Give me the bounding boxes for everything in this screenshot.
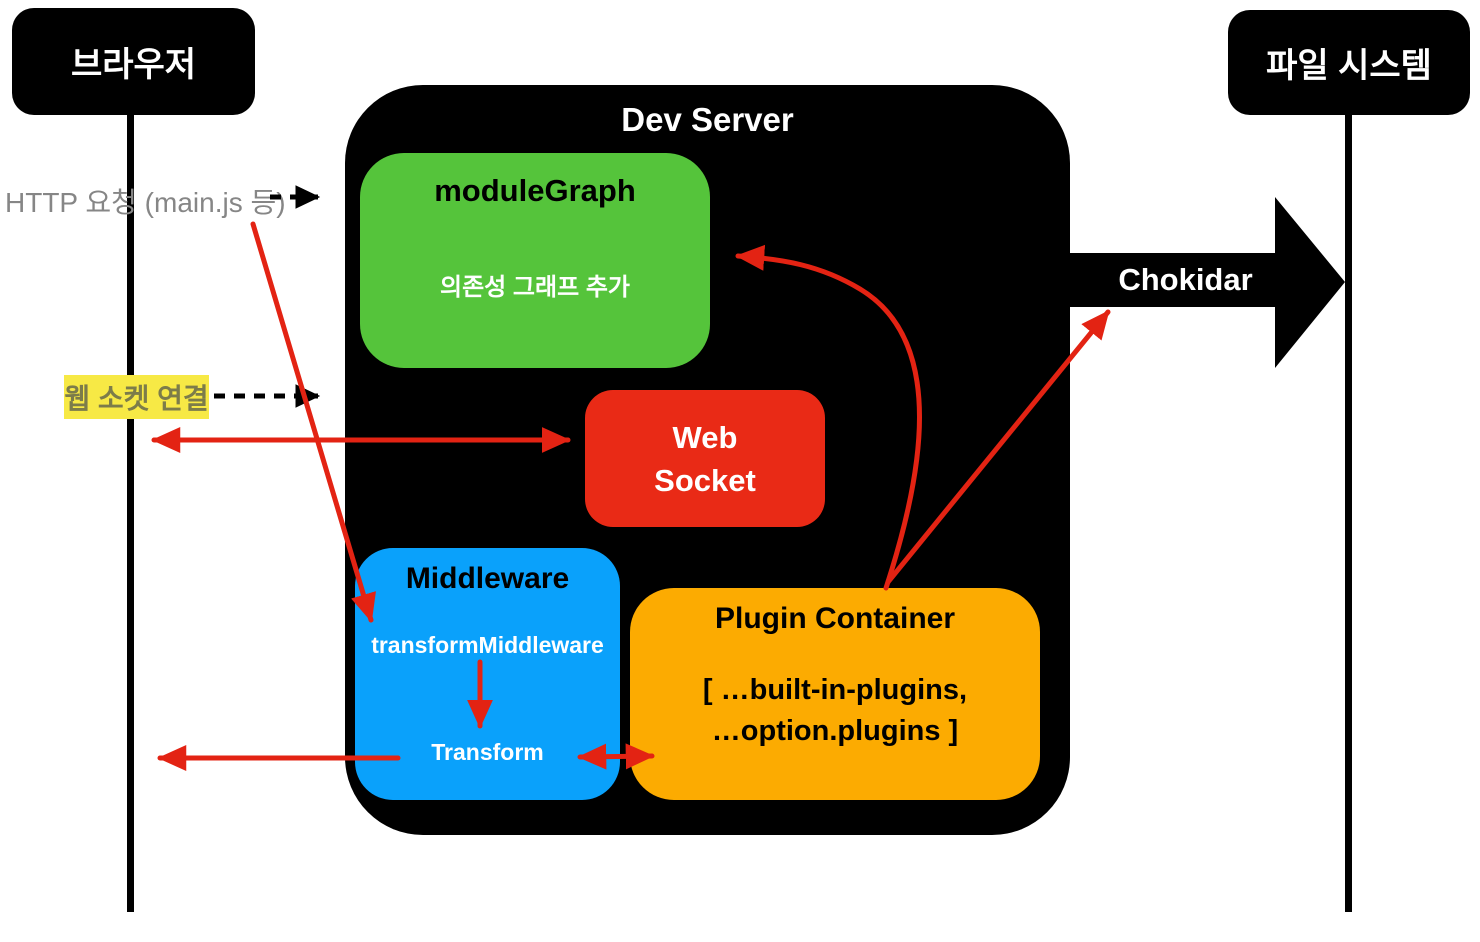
- plugin-container-title: Plugin Container: [715, 602, 955, 635]
- file-system-node: 파일 시스템: [1228, 10, 1470, 115]
- web-socket-label-line1: Web: [672, 419, 738, 455]
- middleware-title: Middleware: [405, 562, 570, 595]
- browser-node-label: 브라우저: [70, 46, 197, 84]
- transform-label: Transform: [431, 739, 544, 765]
- middleware-node: Middleware transformMiddleware Transform: [355, 548, 620, 800]
- plugin-container-line1: [ …built-in-plugins,: [702, 674, 968, 706]
- websocket-connection-label: 웹 소켓 연결: [64, 375, 209, 419]
- chokidar-label: Chokidar: [1118, 262, 1253, 297]
- http-request-label: HTTP 요청 (main.js 등): [5, 187, 286, 218]
- module-graph-subtitle: 의존성 그래프 추가: [440, 274, 630, 301]
- dev-server-title: Dev Server: [621, 101, 794, 138]
- module-graph-node: moduleGraph 의존성 그래프 추가: [360, 153, 710, 368]
- web-socket-label-line2: Socket: [654, 462, 756, 498]
- file-system-node-label: 파일 시스템: [1266, 47, 1432, 85]
- module-graph-title: moduleGraph: [434, 173, 636, 208]
- plugin-container-node: Plugin Container [ …built-in-plugins, …o…: [630, 588, 1040, 800]
- transform-middleware-label: transformMiddleware: [371, 632, 604, 658]
- web-socket-node: Web Socket: [585, 390, 825, 527]
- browser-node: 브라우저: [12, 8, 255, 115]
- plugin-container-line2: …option.plugins ]: [711, 715, 959, 747]
